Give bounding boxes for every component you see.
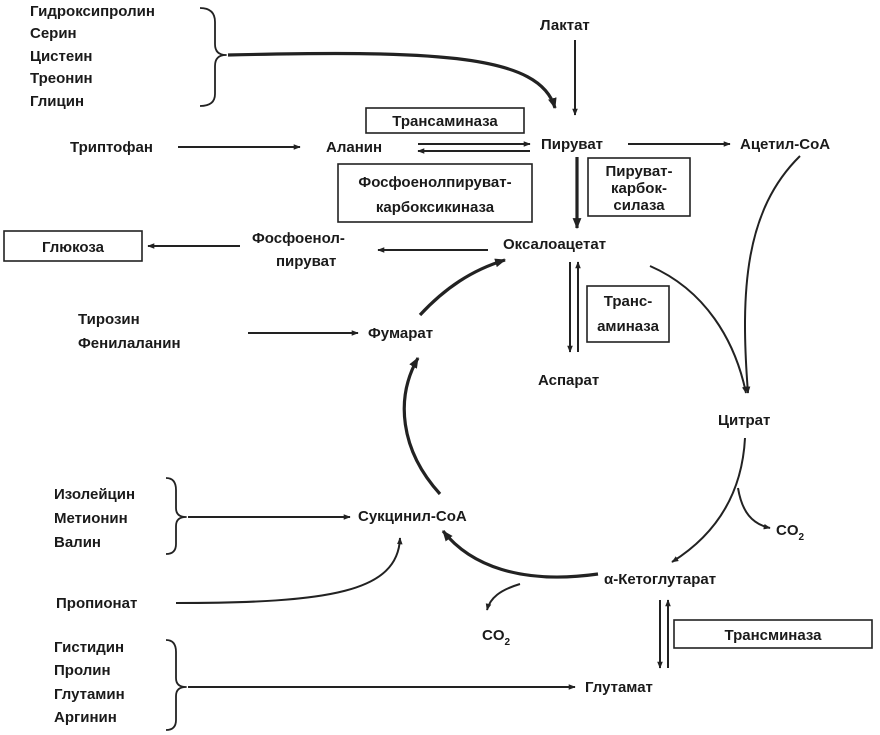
pyruvate-carboxylase-line1: Пируват- — [605, 163, 672, 180]
phenylalanine-label: Фенилаланин — [78, 335, 181, 352]
pepck-label-line1: Фосфоенолпируват- — [358, 174, 511, 191]
arrow-citrate-to-alphakg — [671, 437, 746, 563]
transminase-bottom-label: Трансминаза — [724, 627, 822, 644]
succinylcoa-label: Сукцинил-СоА — [358, 508, 467, 525]
acetylcoa-label: Ацетил-СоА — [740, 136, 830, 153]
transaminase-mid-line1: Транс- — [604, 293, 653, 310]
top-amino-acid-group: Гидроксипролин Серин Цистеин Треонин Гли… — [30, 3, 155, 110]
tyrosine-label: Тирозин — [78, 311, 140, 328]
arginine-label: Аргинин — [54, 709, 117, 726]
pepck-label-line2: карбоксикиназа — [376, 199, 495, 216]
pyruvate-label: Пируват — [541, 136, 603, 153]
hydroxyproline-label: Гидроксипролин — [30, 3, 155, 20]
glutamine-label: Глутамин — [54, 686, 125, 703]
co2-citrate-label: CO2 — [776, 522, 805, 543]
isoleucine-label: Изолейцин — [54, 486, 135, 503]
branched-group-brace — [165, 477, 187, 555]
top-group-brace — [199, 7, 227, 107]
alanine-label: Аланин — [326, 139, 382, 156]
transaminase-mid-box — [586, 285, 670, 343]
glucose-box — [3, 230, 143, 262]
glutamate-family-brace — [165, 639, 187, 731]
glucose-label: Глюкоза — [42, 239, 105, 256]
fumarate-label: Фумарат — [368, 325, 433, 342]
arrow-oxaloacetate-to-citrate — [649, 265, 748, 394]
tryptophan-label: Триптофан — [70, 139, 153, 156]
valine-label: Валин — [54, 534, 101, 551]
arrow-alphakg-to-succinylcoa — [441, 530, 599, 579]
histidine-label: Гистидин — [54, 639, 124, 656]
oxaloacetate-label: Оксалоацетат — [503, 236, 606, 253]
arrow-acetylcoa-to-citrate — [743, 155, 801, 394]
transminase-bottom-box — [673, 619, 873, 649]
transaminase-top-label: Трансаминаза — [392, 113, 498, 130]
pyruvate-carboxylase-line2: карбок- — [611, 180, 667, 197]
proline-label: Пролин — [54, 662, 111, 679]
propionate-label: Пропионат — [56, 595, 137, 612]
pep-label-line2: пируват — [276, 253, 336, 270]
citrate-label: Цитрат — [718, 412, 770, 429]
pyruvate-carboxylase-box — [587, 157, 691, 217]
transaminase-top-box — [365, 107, 525, 134]
glycine-label: Глицин — [30, 93, 84, 110]
pep-label-line1: Фосфоенол- — [252, 230, 345, 247]
arrow-citrate-co2 — [737, 487, 771, 530]
arrow-alphakg-co2 — [485, 583, 521, 611]
pyruvate-carboxylase-line3: силаза — [613, 197, 665, 214]
glutamate-label: Глутамат — [585, 679, 653, 696]
arrow-fumarate-to-oxaloacetate — [418, 258, 507, 317]
transaminase-mid-line2: аминаза — [597, 318, 660, 335]
co2-alphakg-label: CO2 — [482, 627, 511, 648]
alphakg-label: α-Кетоглутарат — [604, 571, 716, 588]
cysteine-label: Цистеин — [30, 48, 93, 65]
threonine-label: Треонин — [30, 70, 93, 87]
arrow-succinylcoa-to-fumarate — [402, 357, 442, 496]
methionine-label: Метионин — [54, 510, 128, 527]
arrow-amino-acids-to-pyruvate — [227, 51, 557, 110]
pepck-box — [337, 163, 533, 223]
serine-label: Серин — [30, 25, 77, 42]
arrow-propionate-to-succinylcoa — [175, 537, 403, 604]
lactate-label: Лактат — [540, 17, 590, 34]
aspartate-label: Аспарат — [538, 372, 599, 389]
